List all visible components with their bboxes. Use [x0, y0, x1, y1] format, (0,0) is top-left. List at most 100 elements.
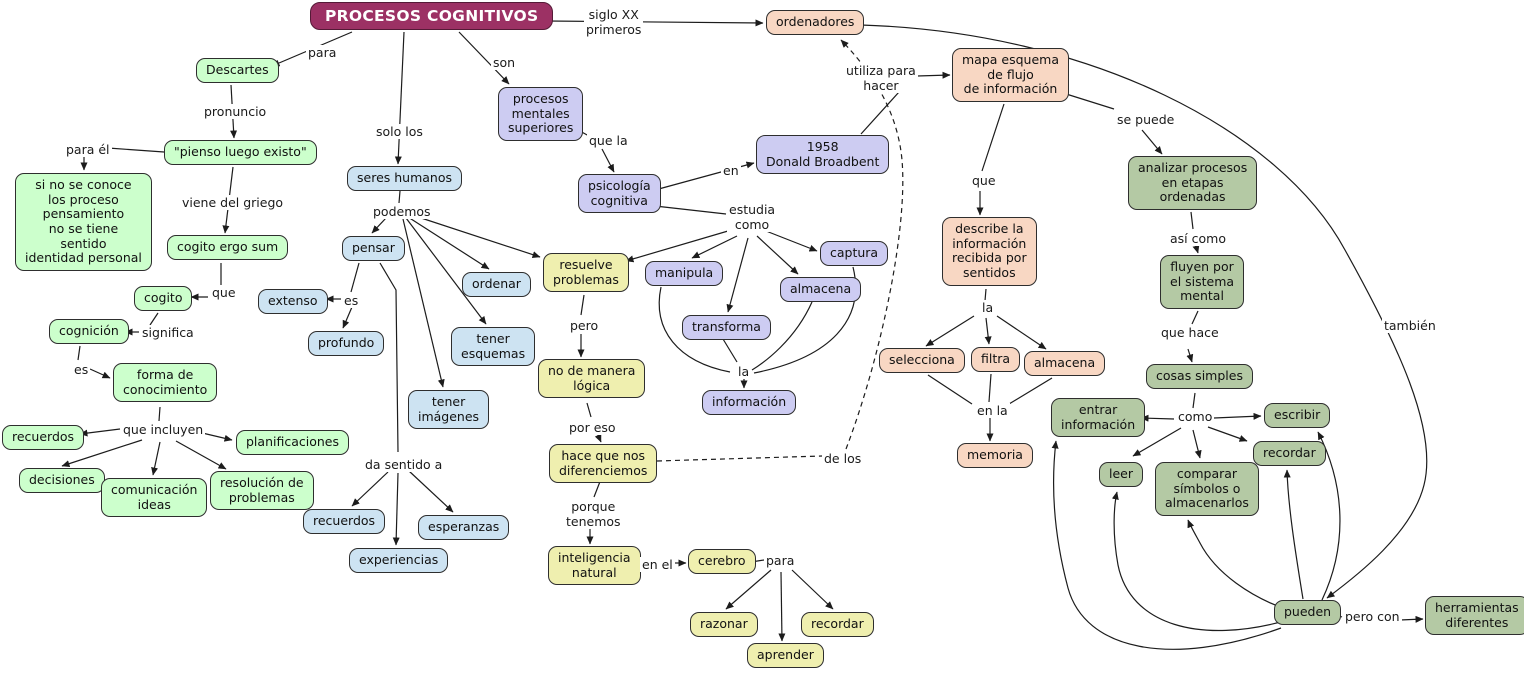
edge-line: [1283, 469, 1304, 600]
node-experiencias[interactable]: experiencias: [349, 548, 449, 573]
edge-line: [1187, 519, 1295, 613]
link-label-son: son: [491, 55, 518, 70]
node-recordar-salvia[interactable]: recordar: [1253, 441, 1326, 466]
link-label-tambien: también: [1382, 318, 1438, 333]
link-label-pronuncio: pronuncio: [202, 104, 269, 119]
node-analizar[interactable]: analizar procesos en etapas ordenadas: [1128, 156, 1258, 210]
node-tener-esquemas[interactable]: tener esquemas: [451, 327, 536, 367]
node-leer[interactable]: leer: [1099, 462, 1143, 487]
node-tener-imagenes[interactable]: tener imágenes: [408, 390, 490, 430]
link-label-que-la: que la: [587, 133, 630, 148]
edge-line: [1399, 615, 1424, 623]
edge-line: [379, 262, 399, 453]
node-manipula[interactable]: manipula: [645, 261, 724, 286]
node-mapa-esquema[interactable]: mapa esquema de flujo de información: [952, 48, 1069, 102]
link-label-en-la: en la: [975, 403, 1010, 418]
edge-line: [725, 569, 772, 610]
edge-line: [158, 406, 161, 422]
edge-line: [175, 440, 227, 470]
node-cognicion[interactable]: cognición: [49, 319, 129, 344]
link-label-que-mapa: que: [970, 173, 998, 188]
edge-line: [580, 294, 585, 316]
link-label-la-purpura: la: [736, 364, 752, 379]
node-broadbent[interactable]: 1958 Donald Broadbent: [756, 135, 890, 175]
node-informacion[interactable]: información: [702, 390, 797, 415]
link-label-pero-con: pero con: [1343, 609, 1402, 624]
link-label-es-pensar: es: [342, 293, 361, 308]
node-razonar[interactable]: razonar: [690, 612, 758, 637]
node-pueden[interactable]: pueden: [1274, 600, 1342, 625]
node-cogito-ergo-sum[interactable]: cogito ergo sum: [167, 235, 289, 260]
edge-line: [691, 235, 738, 259]
node-cosas-simples[interactable]: cosas simples: [1146, 364, 1253, 389]
node-resuelve[interactable]: resuelve problemas: [543, 253, 629, 293]
node-hace-que-nos[interactable]: hace que nos diferenciemos: [549, 444, 658, 484]
node-filtra[interactable]: filtra: [971, 347, 1021, 372]
link-label-por-eso: por eso: [567, 420, 618, 435]
node-recordar-amarillo[interactable]: recordar: [801, 612, 874, 637]
node-memoria[interactable]: memoria: [957, 443, 1033, 468]
edge-line: [601, 148, 615, 173]
node-decisiones[interactable]: decisiones: [19, 468, 105, 493]
node-captura[interactable]: captura: [820, 241, 889, 266]
node-almacena-melocoton[interactable]: almacena: [1024, 351, 1106, 376]
edge-line: [89, 368, 111, 379]
node-selecciona[interactable]: selecciona: [879, 348, 965, 373]
link-label-siglo-xx: siglo XX primeros: [584, 7, 644, 37]
edge-line: [1008, 377, 1053, 405]
node-entrar-informacion[interactable]: entrar información: [1051, 398, 1146, 438]
link-label-da-sentido-a: da sentido a: [363, 457, 445, 472]
link-label-pero: pero: [568, 318, 601, 333]
link-label-significa: significa: [140, 325, 196, 340]
edge-line: [1111, 491, 1289, 632]
node-procesos-mentales[interactable]: procesos mentales superiores: [498, 87, 584, 141]
edge-line: [1317, 431, 1341, 601]
link-label-podemos: podemos: [371, 204, 433, 219]
node-describe[interactable]: describe la información recibida por sen…: [942, 217, 1037, 286]
edge-line: [791, 569, 834, 610]
edge-line: [988, 373, 992, 403]
edge-line: [860, 91, 900, 135]
edge-line: [981, 103, 1005, 172]
edge-line: [546, 19, 764, 27]
edge-line: [407, 216, 490, 270]
node-pensar[interactable]: pensar: [342, 236, 405, 261]
edge-line: [342, 306, 353, 329]
node-fluyen[interactable]: fluyen por el sistema mental: [1160, 255, 1245, 309]
node-seres-humanos[interactable]: seres humanos: [347, 166, 463, 191]
edge-line: [1062, 92, 1115, 110]
edge-line: [860, 24, 1428, 599]
node-escribir[interactable]: escribir: [1264, 403, 1331, 428]
edge-line: [77, 345, 81, 361]
node-sino[interactable]: si no se conoce los proceso pensamiento …: [15, 173, 152, 271]
node-extenso[interactable]: extenso: [258, 289, 328, 314]
node-herramientas[interactable]: herramientas diferentes: [1425, 596, 1524, 636]
node-inteligencia[interactable]: inteligencia natural: [548, 546, 641, 586]
edge-line: [398, 190, 401, 204]
node-esperanzas[interactable]: esperanzas: [418, 515, 510, 540]
node-forma[interactable]: forma de conocimiento: [113, 363, 218, 403]
node-almacena-purpura[interactable]: almacena: [780, 277, 862, 302]
node-profundo[interactable]: profundo: [308, 331, 385, 356]
node-descartes[interactable]: Descartes: [196, 58, 279, 83]
node-cogito[interactable]: cogito: [134, 286, 193, 311]
node-aprender[interactable]: aprender: [747, 643, 824, 668]
edge-line: [350, 262, 360, 293]
link-label-para-el: para él: [64, 142, 112, 157]
node-ordenadores[interactable]: ordenadores: [766, 10, 865, 35]
node-planificaciones[interactable]: planificaciones: [236, 430, 349, 455]
node-ordenar[interactable]: ordenar: [462, 272, 531, 297]
node-psicologia[interactable]: psicología cognitiva: [578, 174, 661, 214]
node-pienso[interactable]: "pienso luego existo": [164, 140, 317, 165]
node-title[interactable]: PROCESOS COGNITIVOS: [310, 2, 554, 31]
link-label-asi-como: así como: [1168, 231, 1228, 246]
node-comparar[interactable]: comparar símbolos o almacenarlos: [1155, 462, 1259, 516]
node-cerebro[interactable]: cerebro: [688, 549, 756, 574]
node-comunicacion[interactable]: comunicación ideas: [101, 478, 208, 518]
node-recuerdos-verde[interactable]: recuerdos: [2, 425, 85, 450]
node-no-de-manera[interactable]: no de manera lógica: [538, 359, 646, 399]
link-label-porque-tenemos: porque tenemos: [564, 499, 623, 529]
node-transforma[interactable]: transforma: [682, 315, 771, 340]
node-recuerdos-azul[interactable]: recuerdos: [303, 509, 386, 534]
node-resolucion[interactable]: resolución de problemas: [210, 471, 314, 511]
